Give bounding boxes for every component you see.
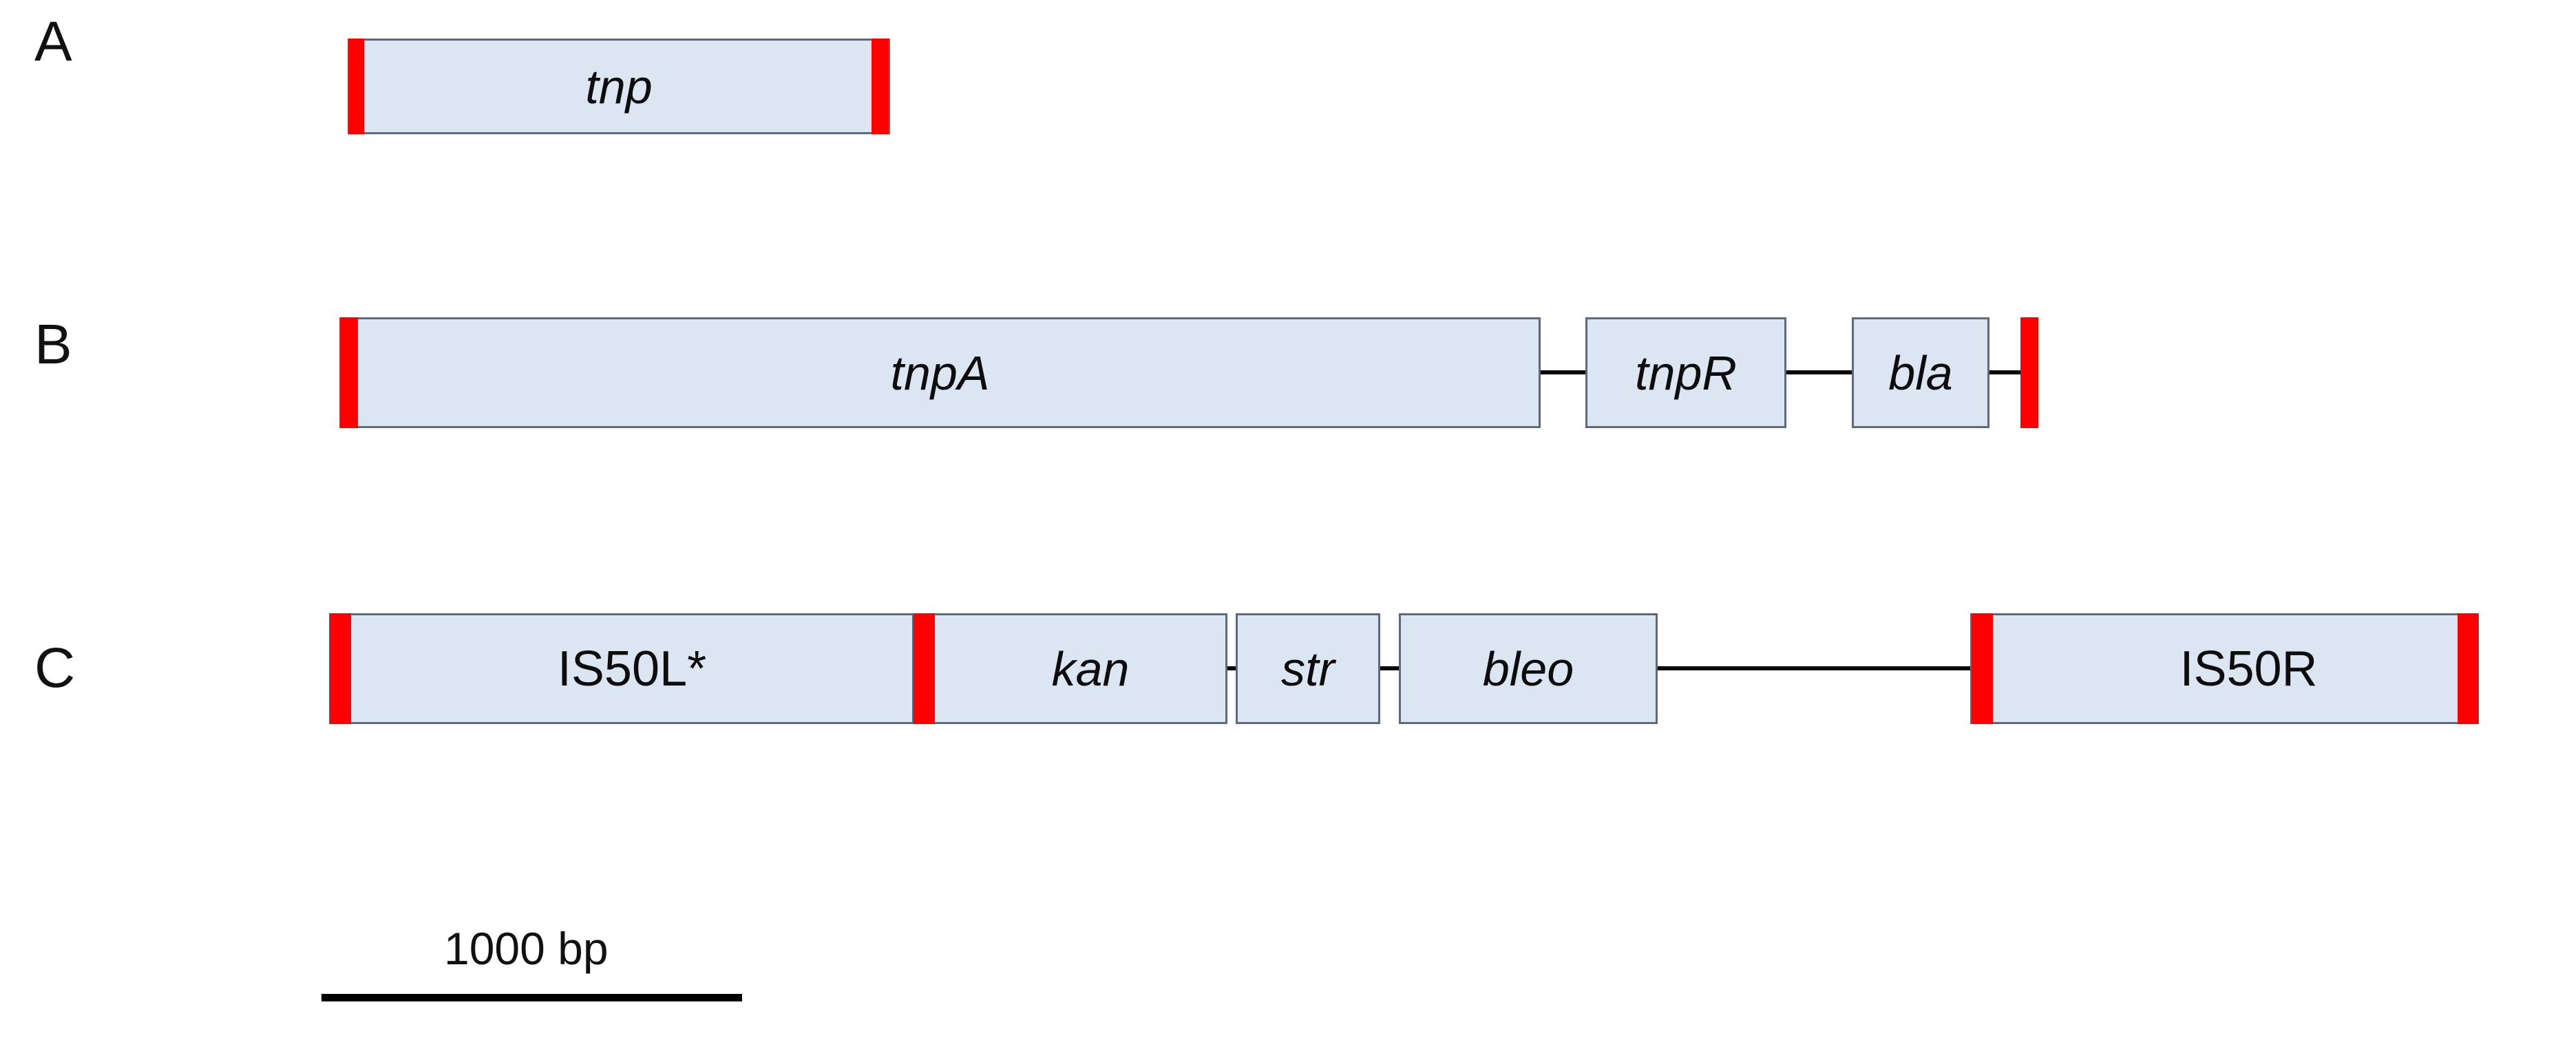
inverted-repeat-left-a <box>348 39 364 134</box>
gene-box-tnp[interactable]: tnp <box>348 39 890 134</box>
gene-box-bla[interactable]: bla <box>1852 317 1989 428</box>
inverted-repeat-2-c <box>914 613 935 724</box>
gene-box-is50r[interactable]: IS50R <box>1970 613 2479 724</box>
inverted-repeat-4-c <box>2458 613 2478 724</box>
inverted-repeat-right-a <box>872 39 889 134</box>
connector-tnpr-bla <box>1784 370 1853 374</box>
gene-box-bleo[interactable]: bleo <box>1399 613 1658 724</box>
inverted-repeat-1-c <box>330 613 351 724</box>
scalebar-line <box>321 994 742 1001</box>
gene-label-is50l: IS50L* <box>557 641 707 697</box>
gene-box-str[interactable]: str <box>1236 613 1380 724</box>
gene-label-bleo: bleo <box>1482 641 1574 696</box>
connector-bla-ir <box>1988 370 2023 374</box>
inverted-repeat-right-b <box>2020 317 2038 428</box>
panel-label-c: C <box>34 637 76 699</box>
gene-label-kan: kan <box>1051 641 1130 696</box>
gene-label-str: str <box>1281 641 1335 696</box>
gene-label-bla: bla <box>1888 346 1953 400</box>
connector-tnpa-tnpr <box>1539 370 1587 374</box>
inverted-repeat-3-c <box>1972 613 1993 724</box>
panel-label-b: B <box>34 313 72 376</box>
connector-bleo-is50r <box>1655 666 1973 670</box>
inverted-repeat-left-b <box>340 317 358 428</box>
gene-box-is50l[interactable]: IS50L* <box>329 613 935 724</box>
gene-label-tnpa: tnpA <box>890 346 990 400</box>
gene-label-tnpr: tnpR <box>1635 346 1737 400</box>
gene-box-tnpr[interactable]: tnpR <box>1585 317 1786 428</box>
gene-box-kan[interactable]: kan <box>912 613 1227 724</box>
panel-label-a: A <box>34 10 72 73</box>
connector-kan-str <box>1225 666 1241 670</box>
gene-box-tnpa[interactable]: tnpA <box>339 317 1541 428</box>
gene-label-tnp: tnp <box>585 59 653 114</box>
connector-str-bleo <box>1377 666 1402 670</box>
gene-label-is50r: IS50R <box>2179 641 2318 697</box>
scalebar-label: 1000 bp <box>444 923 609 974</box>
